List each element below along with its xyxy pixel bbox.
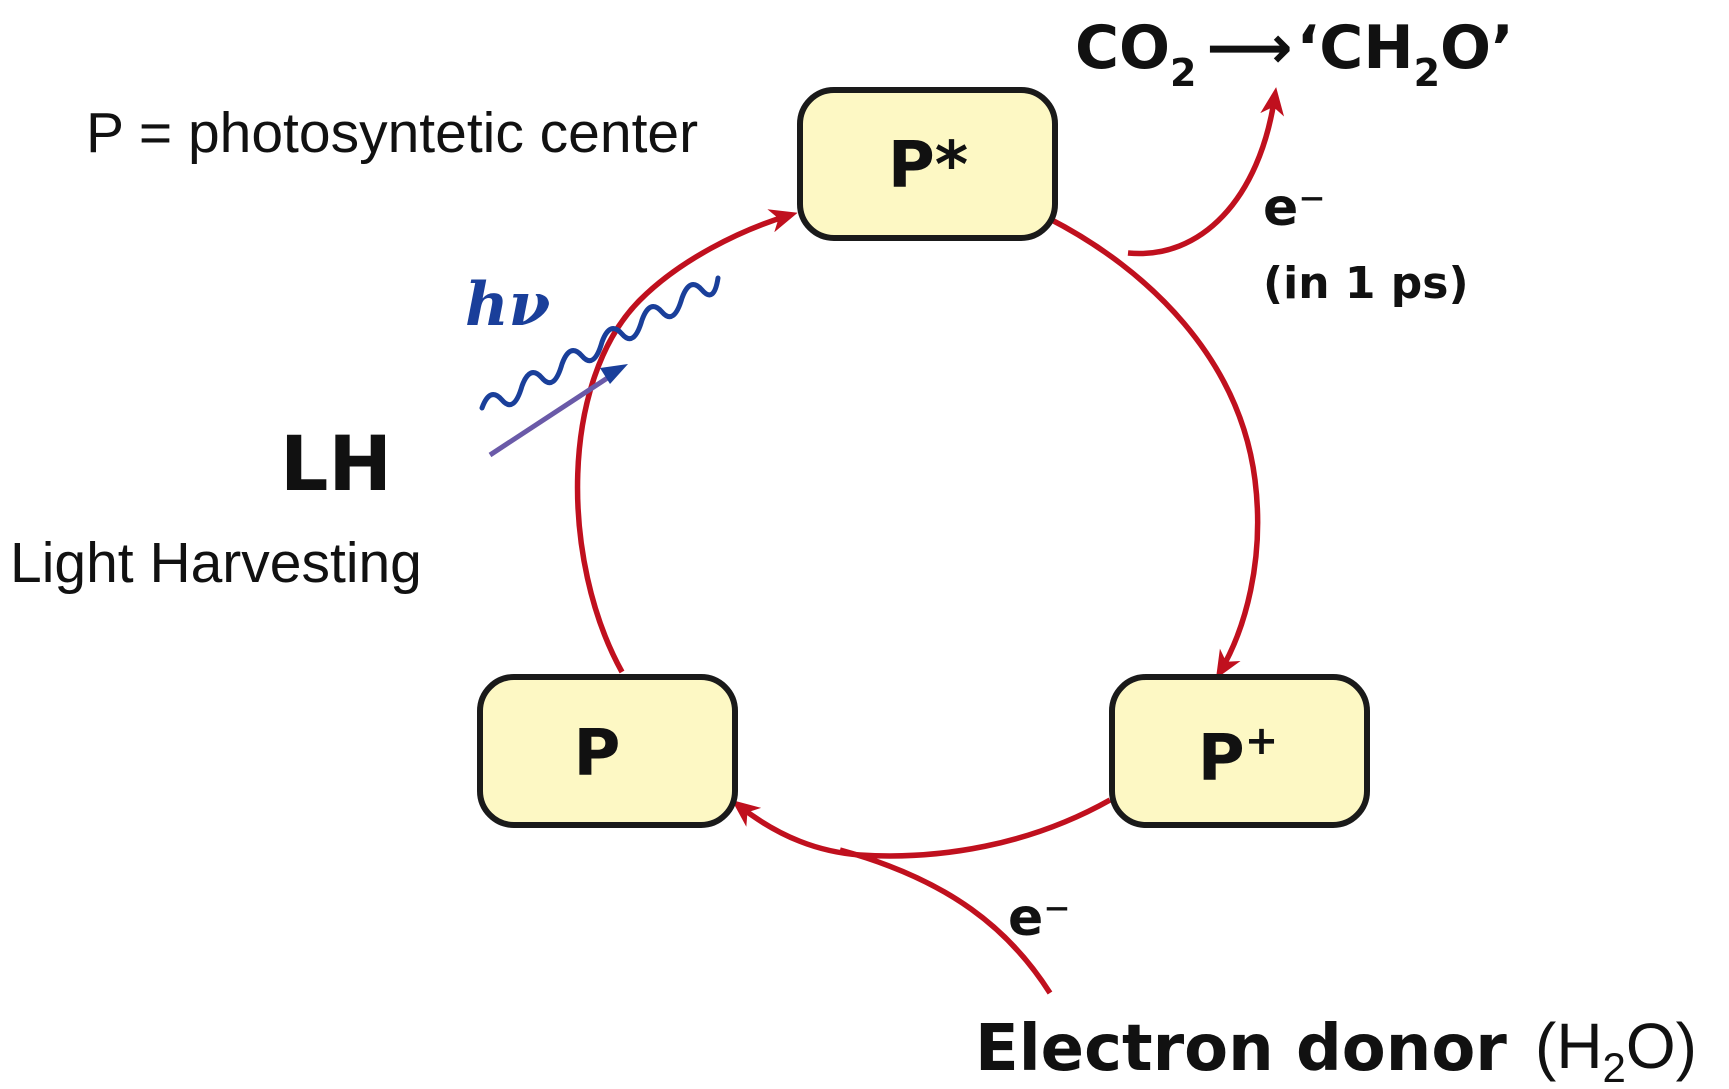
electron-in-label: e⁻	[1008, 888, 1071, 948]
node-p-excited: P*	[797, 87, 1058, 241]
donor-label: Electron donor	[975, 1012, 1507, 1086]
photon-arrow-head	[600, 364, 628, 384]
product-ch-sub: 2	[1414, 51, 1440, 95]
node-p-oxidized-base: P	[1198, 722, 1245, 796]
lh-full-label: Light Harvesting	[10, 531, 422, 595]
node-p-ground-label: P	[574, 717, 621, 791]
product-o: O’	[1440, 13, 1514, 83]
photon-wave	[479, 275, 721, 411]
product-arrow: ⟶	[1207, 13, 1293, 83]
arc-pstar-to-pplus	[1046, 215, 1261, 679]
node-p-oxidized-sup: +	[1245, 718, 1279, 764]
node-p-ground: P	[477, 674, 738, 828]
electron-out-label: e⁻	[1263, 178, 1326, 238]
electron-time-label: (in 1 ps)	[1263, 258, 1469, 309]
arc-p-to-pstar	[574, 209, 798, 674]
svg-text:P+: P+	[1198, 718, 1278, 796]
product-ch: ‘CH	[1297, 13, 1414, 83]
photon-label: hν	[465, 270, 550, 340]
electron-out-arrow	[1127, 87, 1285, 257]
donor-formula-open: (H	[1535, 1010, 1603, 1082]
donor-formula: (H2O)	[1535, 1010, 1697, 1089]
product-formula: CO2⟶‘CH2O’	[1075, 13, 1514, 95]
photon-arrow-shaft	[488, 372, 614, 458]
node-p-oxidized: P+	[1109, 674, 1370, 828]
arc-pplus-to-p	[731, 797, 1112, 859]
lh-abbrev-label: LH	[280, 419, 392, 508]
product-co: CO	[1075, 13, 1170, 83]
definition-label: P = photosyntetic center	[86, 101, 698, 165]
donor-formula-sub: 2	[1603, 1044, 1626, 1089]
product-co-sub: 2	[1170, 51, 1196, 95]
electron-in-curve	[839, 847, 1053, 995]
donor-formula-close: O)	[1626, 1010, 1697, 1082]
node-p-excited-label: P*	[888, 129, 968, 203]
